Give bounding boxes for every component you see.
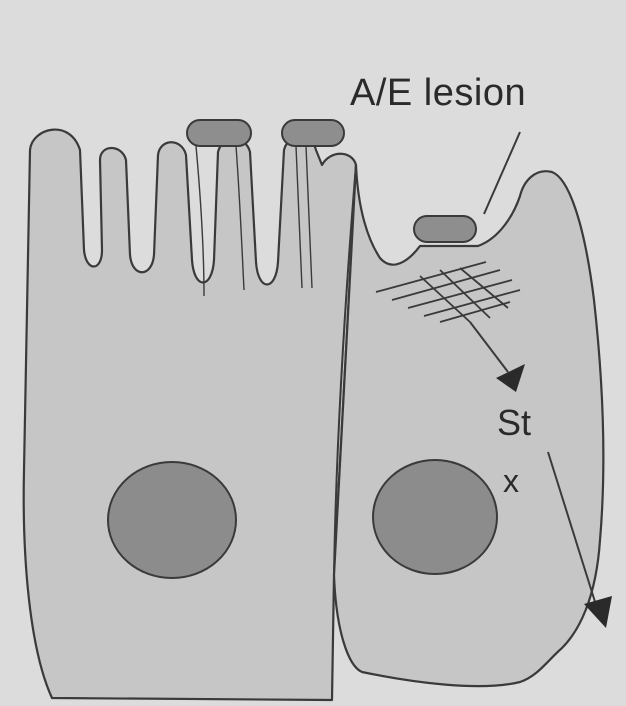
left-nucleus bbox=[108, 462, 236, 578]
right-infected-cell bbox=[334, 165, 603, 686]
bacterium-2 bbox=[282, 120, 344, 146]
right-nucleus bbox=[373, 460, 497, 574]
st-label: St bbox=[497, 405, 531, 441]
left-enterocyte bbox=[24, 130, 356, 700]
bacterium-1 bbox=[187, 120, 251, 146]
microvillus-strand-1 bbox=[196, 146, 204, 296]
bacterium-lesion bbox=[414, 216, 476, 242]
lesion-leader-line bbox=[484, 132, 520, 214]
x-label: x bbox=[503, 465, 519, 497]
ae-lesion-label: A/E lesion bbox=[350, 74, 526, 112]
